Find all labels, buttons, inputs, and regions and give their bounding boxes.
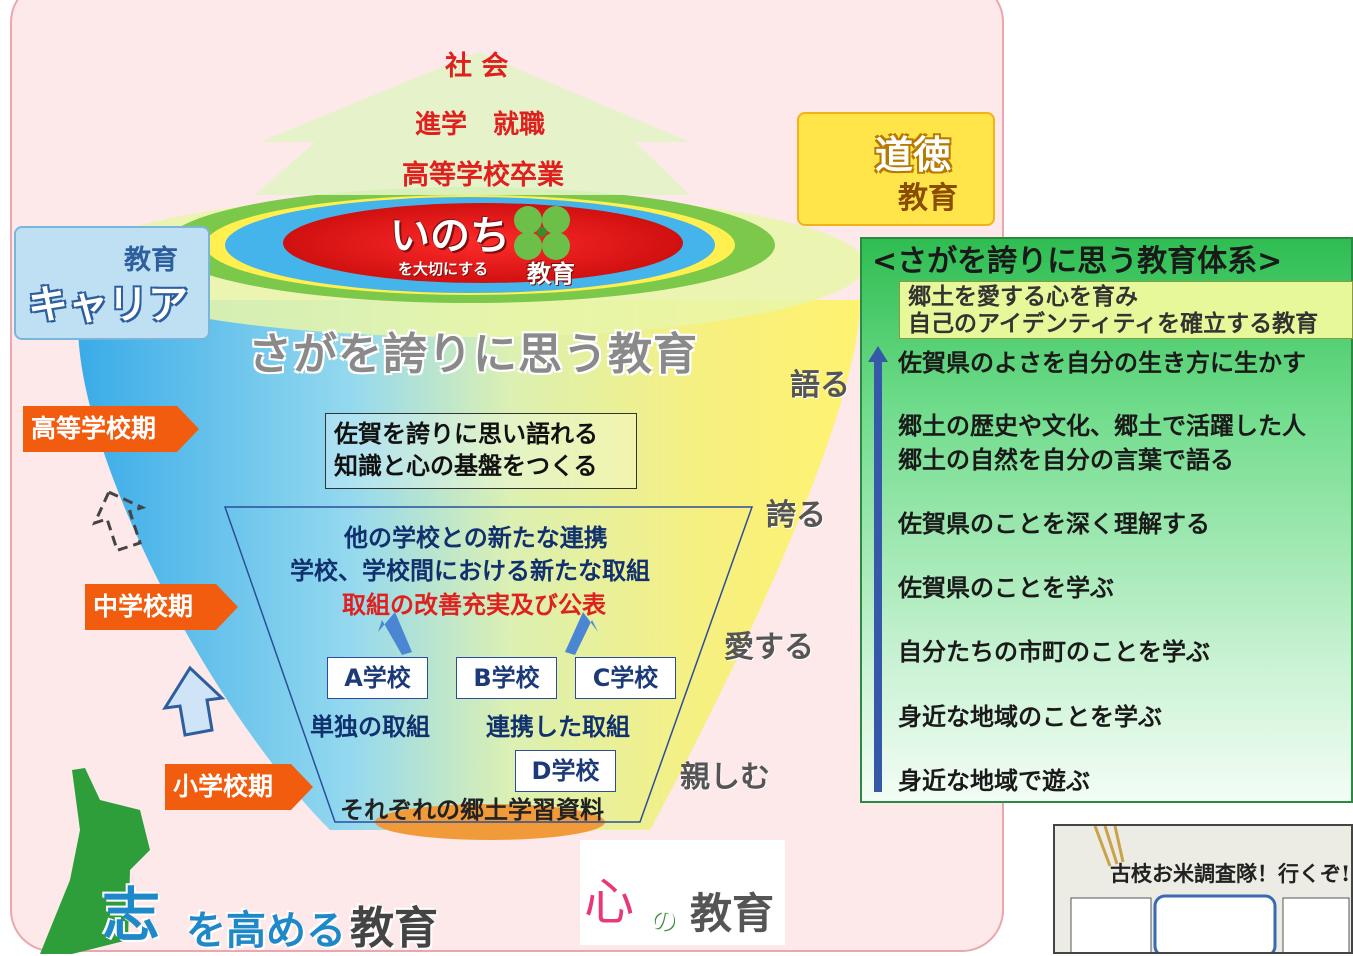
moral-label: 道徳 (875, 132, 952, 177)
kokoro-education-badge (580, 840, 785, 945)
advance-employment-label: 進学 就職 (415, 110, 546, 140)
rice-survey-photo (1053, 824, 1353, 954)
career-education-badge (14, 226, 210, 340)
kokorozashi-rest-label: を高める (186, 907, 346, 954)
arrow-a-icon (378, 612, 412, 655)
subtitle-line-2: 自己のアイデンティティを確立する教育 (908, 311, 1319, 337)
foundation-box: 佐賀を誇りに思い語れる 知識と心の基盤をつくる (325, 413, 637, 489)
local-materials-label: それぞれの郷土学習資料 (340, 796, 604, 824)
society-label: 社 会 (445, 51, 509, 82)
system-item: 佐賀県のよさを自分の生き方に生かす (898, 349, 1306, 377)
up-arrow-icon (162, 665, 226, 737)
moral-edu-label: 教育 (898, 181, 958, 216)
school-b-box: B学校 (456, 657, 557, 699)
subtitle-line-1: 郷土を愛する心を育み (908, 284, 1138, 310)
stage-elementary-school: 小学校期 (165, 764, 313, 810)
school-d-box: D学校 (515, 750, 616, 792)
high-school-graduation-label: 高等学校卒業 (402, 160, 564, 191)
career-edu-label: 教育 (124, 245, 178, 276)
kokorozashi-label: 志 (102, 881, 161, 949)
school-trapezoid (223, 506, 754, 823)
school-c-box: C学校 (575, 657, 676, 699)
system-item: 郷土の歴史や文化、郷土で活躍した人 (898, 412, 1306, 440)
kokoro-edu-label: 教育 (690, 889, 775, 938)
system-item: 自分たちの市町のことを学ぶ (898, 638, 1210, 666)
foundation-line-2: 知識と心の基盤をつくる (334, 452, 598, 480)
foundation-line-1: 佐賀を誇りに思い語れる (334, 420, 598, 448)
verb-aisuru: 愛する (724, 630, 814, 665)
kokoro-label: 心 (584, 873, 634, 931)
verb-kataru: 語る (790, 368, 850, 403)
kokoro-no-label: の (650, 906, 677, 936)
system-item: 佐賀県のことを学ぶ (898, 574, 1114, 602)
education-system-title: <さがを誇りに思う教育体系> (872, 244, 1283, 279)
main-title: さがを誇りに思う教育 (248, 329, 698, 380)
verb-hokoru: 誇る (766, 498, 826, 533)
photo-illustration (1055, 826, 1351, 952)
linked-effort-label: 連携した取組 (486, 713, 630, 741)
school-a-box: A学校 (327, 657, 428, 699)
cooperation-line-2: 学校、学校間における新たな取組 (290, 557, 650, 585)
single-effort-label: 単独の取組 (310, 713, 430, 741)
inochi-label: いのち (390, 212, 510, 259)
society-triangle (255, 52, 690, 195)
education-system-subtitle: 郷土を愛する心を育み 自己のアイデンティティを確立する教育 (899, 281, 1353, 339)
up-arrow-dashed-icon (91, 490, 147, 553)
clover-icon (514, 206, 570, 260)
kokorozashi-edu-label: 教育 (350, 903, 438, 954)
stage-high-school: 高等学校期 (23, 406, 199, 452)
verb-shitashimu: 親しむ (680, 760, 770, 795)
ring-red (283, 203, 683, 283)
inochi-edu-label: 教育 (527, 259, 575, 288)
cooperation-line-3: 取組の改善充実及び公表 (342, 591, 606, 619)
system-item: 郷土の自然を自分の言葉で語る (898, 446, 1234, 474)
system-item: 身近な地域のことを学ぶ (898, 703, 1162, 731)
stage-middle-school: 中学校期 (85, 584, 238, 630)
cooperation-line-1: 他の学校との新たな連携 (344, 524, 608, 552)
up-progress-arrow-icon (868, 346, 888, 792)
arrow-bc-icon (565, 612, 598, 655)
system-item: 身近な地域で遊ぶ (898, 767, 1090, 795)
green-figure-icon (40, 768, 150, 954)
system-item: 佐賀県のことを深く理解する (898, 510, 1210, 538)
photo-title: 古枝お米調査隊！行くぞ! (1110, 861, 1351, 886)
moral-education-badge (797, 112, 995, 226)
career-label: キャリア (28, 281, 188, 328)
inochi-sub-label: を大切にする (398, 260, 489, 278)
